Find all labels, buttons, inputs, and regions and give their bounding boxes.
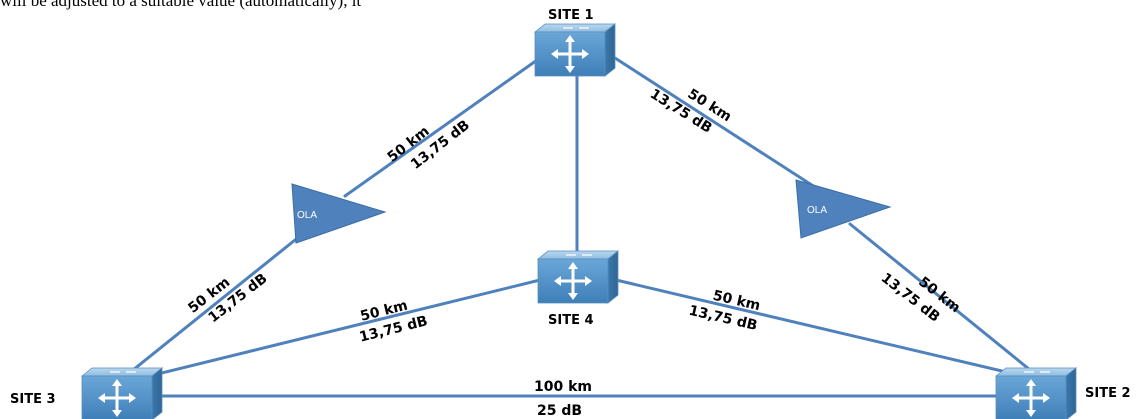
ola-triangle-icon [795, 179, 892, 239]
ola-left-label: OLA [297, 210, 317, 221]
link-label-ola-right-site2: 50 km 13,75 dB [878, 270, 963, 326]
link-site3-site4 [123, 278, 542, 384]
site2-label: SITE 2 [1085, 386, 1131, 401]
ola-amplifier-right: OLA [795, 179, 892, 239]
link-site4-site2 [614, 278, 1042, 382]
router-switch-icon [534, 23, 616, 77]
link-label-site3-site4: 50 km 13,75 dB [358, 298, 430, 346]
router-site4 [537, 250, 619, 304]
site4-label: SITE 4 [548, 313, 594, 328]
link-site1-ola-right [613, 56, 837, 202]
link-site1-ola-left [343, 56, 542, 198]
header-text-fragment: will be adjusted to a suitable value (au… [0, 0, 362, 10]
site1-label: SITE 1 [548, 8, 594, 23]
link-label-site3-site2-distance: 100 km [534, 379, 592, 395]
router-site2 [995, 367, 1077, 419]
router-site3 [81, 367, 163, 419]
link-ola-right-site2 [848, 222, 1042, 380]
link-ola-left-site3 [116, 234, 302, 384]
router-switch-icon [537, 250, 619, 304]
ola-triangle-icon [291, 183, 387, 244]
router-switch-icon [995, 367, 1077, 419]
site3-label: SITE 3 [10, 392, 56, 407]
router-switch-icon [81, 367, 163, 419]
link-label-site3-site2-loss: 25 dB [537, 403, 582, 419]
ola-right-label: OLA [807, 205, 827, 216]
link-label-site4-site2: 50 km 13,75 dB [687, 288, 762, 334]
ola-amplifier-left: OLA [291, 183, 387, 244]
router-site1 [534, 23, 616, 77]
